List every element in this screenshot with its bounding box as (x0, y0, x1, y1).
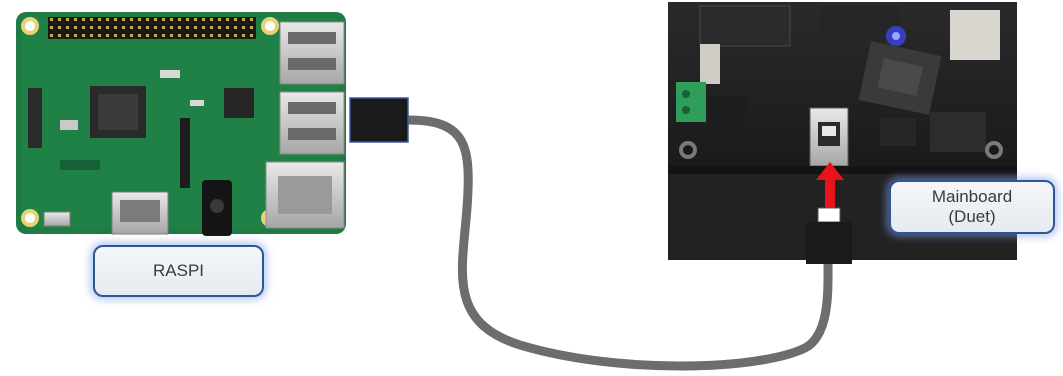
mainboard-label-line2: (Duet) (948, 207, 995, 227)
mainboard-label-line1: Mainboard (932, 187, 1012, 207)
raspberry-pi-board-image (16, 12, 346, 236)
usb-connector-raspi (350, 98, 408, 142)
mainboard-label: Mainboard (Duet) (889, 180, 1055, 234)
raspi-label: RASPI (93, 245, 264, 297)
raspi-label-text: RASPI (153, 261, 204, 281)
